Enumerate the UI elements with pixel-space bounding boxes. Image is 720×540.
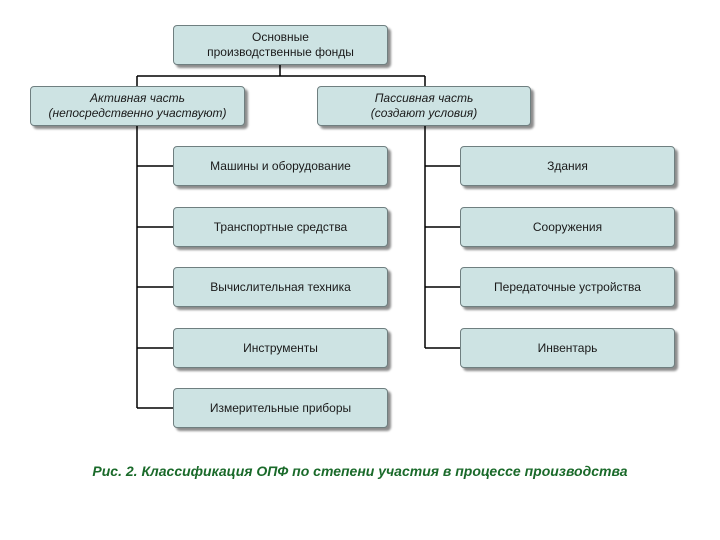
passive-item-node: Передаточные устройства <box>460 267 675 307</box>
active-part-label: Активная часть (непосредственно участвую… <box>48 91 227 120</box>
active-part-node: Активная часть (непосредственно участвую… <box>30 86 245 126</box>
passive-item-node: Здания <box>460 146 675 186</box>
active-item-label: Измерительные приборы <box>209 400 352 415</box>
active-item-label: Машины и оборудование <box>210 158 351 173</box>
active-item-node: Машины и оборудование <box>173 146 388 186</box>
passive-part-label: Пассивная часть (создают условия) <box>370 91 478 120</box>
active-item-node: Измерительные приборы <box>173 388 388 428</box>
passive-part-node: Пассивная часть (создают условия) <box>317 86 531 126</box>
passive-item-label: Здания <box>547 158 588 173</box>
passive-item-label: Сооружения <box>532 219 603 234</box>
active-item-node: Вычислительная техника <box>173 267 388 307</box>
root-node-label: Основные производственные фонды <box>207 30 354 59</box>
passive-item-node: Инвентарь <box>460 328 675 368</box>
passive-item-node: Сооружения <box>460 207 675 247</box>
active-item-label: Вычислительная техника <box>210 279 351 294</box>
passive-item-label: Передаточные устройства <box>494 279 641 294</box>
active-item-label: Транспортные средства <box>213 219 348 234</box>
active-item-node: Инструменты <box>173 328 388 368</box>
active-item-node: Транспортные средства <box>173 207 388 247</box>
passive-item-label: Инвентарь <box>537 340 598 355</box>
active-item-label: Инструменты <box>243 340 318 355</box>
root-node: Основные производственные фонды <box>173 25 388 65</box>
figure-caption: Рис. 2. Классификация ОПФ по степени уча… <box>92 463 628 479</box>
